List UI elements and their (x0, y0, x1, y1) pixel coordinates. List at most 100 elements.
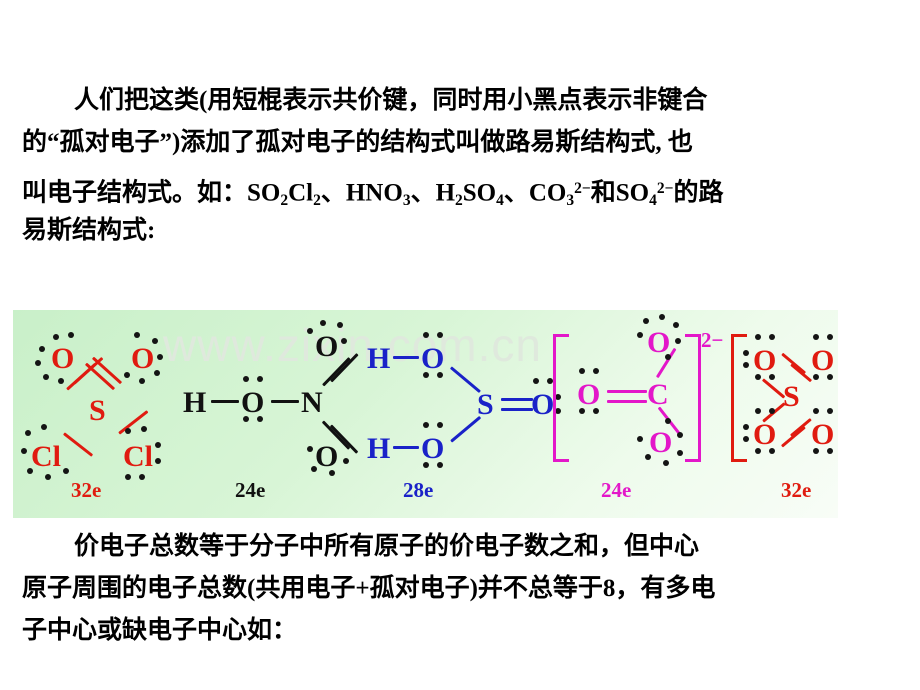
lone-pair-dot (645, 454, 651, 460)
top-paragraph-line-1-text: 人们把这类(用短棍表示共价键，同时用小黑点表示非键合 (74, 87, 708, 114)
lone-pair-dot (68, 332, 74, 338)
lone-pair-dot (637, 332, 643, 338)
bottom-paragraph-line-3: 子中心或缺电子中心如： (22, 612, 297, 649)
bond-double-s-o (501, 398, 533, 401)
lone-pair-dot (125, 428, 131, 434)
lone-pair-dot (423, 372, 429, 378)
lone-pair-dot (141, 426, 147, 432)
structure-so4: 2− O O S (731, 320, 838, 498)
bond-single-s-o (762, 378, 786, 399)
lone-pair-dot (813, 448, 819, 454)
lone-pair-dot (155, 442, 161, 448)
lone-pair-dot (39, 346, 45, 352)
structure-co3: 2− O C O O (553, 314, 723, 498)
lone-pair-dot (677, 432, 683, 438)
lone-pair-dot (743, 362, 749, 368)
atom-cl: Cl (123, 440, 153, 473)
atom-o: O (811, 344, 835, 377)
lone-pair-dot (743, 436, 749, 442)
lone-pair-dot (257, 416, 263, 422)
lone-pair-dot (423, 462, 429, 468)
top-paragraph-line-4: 易斯结构式: (22, 212, 155, 249)
lone-pair-dot (579, 408, 585, 414)
lone-pair-dot (637, 436, 643, 442)
atom-h: H (183, 386, 207, 419)
lone-pair-dot (769, 448, 775, 454)
atom-o: O (577, 378, 601, 411)
atom-o: O (753, 344, 777, 377)
bracket-left (553, 334, 569, 462)
lone-pair-dot (337, 322, 343, 328)
lone-pair-dot (813, 334, 819, 340)
lone-pair-dot (320, 320, 326, 326)
bond-double-s-o (781, 353, 806, 375)
lone-pair-dot (643, 318, 649, 324)
lone-pair-dot (25, 430, 31, 436)
atom-cl: Cl (31, 440, 61, 473)
lone-pair-dot (827, 408, 833, 414)
bottom-paragraph-line-1-text: 价电子总数等于分子中所有原子的价电子数之和，但中心 (74, 533, 700, 560)
lone-pair-dot (755, 374, 761, 380)
lone-pair-dot (673, 322, 679, 328)
lone-pair-dot (243, 416, 249, 422)
electron-count-so2cl2: 32e (71, 478, 102, 502)
atom-o: O (421, 432, 445, 465)
top-paragraph-line-1: 人们把这类(用短棍表示共价键，同时用小黑点表示非键合 (22, 82, 707, 119)
electron-count-so4: 32e (781, 478, 812, 502)
bond-single-s-cl (63, 432, 94, 457)
lone-pair-dot (343, 458, 349, 464)
atom-o: O (811, 418, 835, 451)
lone-pair-dot (665, 354, 671, 360)
lone-pair-dot (663, 460, 669, 466)
structure-so2cl2: O O S C (21, 324, 181, 494)
atom-h: H (367, 432, 391, 465)
lone-pair-dot (152, 338, 158, 344)
atom-o: O (315, 330, 339, 363)
lone-pair-dot (533, 378, 539, 384)
lone-pair-dot (659, 314, 665, 320)
lone-pair-dot (555, 408, 561, 414)
lone-pair-dot (675, 338, 681, 344)
lone-pair-dot (743, 424, 749, 430)
bond-double-s-o (84, 362, 115, 391)
lone-pair-dot (21, 448, 27, 454)
lone-pair-dot (755, 448, 761, 454)
top-paragraph-line-2-text: 的“孤对电子”)添加了孤对电子的结构式叫做路易斯结构式, 也 (22, 129, 693, 156)
lone-pair-dot (423, 422, 429, 428)
lone-pair-dot (743, 350, 749, 356)
lone-pair-dot (58, 378, 64, 384)
atom-o: O (51, 342, 75, 375)
bottom-paragraph-line-1: 价电子总数等于分子中所有原子的价电子数之和，但中心 (22, 528, 699, 565)
electron-count-co3: 24e (601, 478, 632, 502)
lone-pair-dot (769, 374, 775, 380)
lone-pair-dot (579, 368, 585, 374)
lone-pair-dot (769, 408, 775, 414)
bracket-left (731, 334, 747, 462)
lone-pair-dot (827, 374, 833, 380)
lone-pair-dot (53, 334, 59, 340)
atom-o: O (649, 426, 673, 459)
lone-pair-dot (157, 354, 163, 360)
bond-double-o-c (607, 400, 647, 403)
atom-o: O (315, 440, 339, 473)
lone-pair-dot (437, 332, 443, 338)
electron-count-hno3: 24e (235, 478, 266, 502)
atom-o: O (131, 342, 155, 375)
bond-single-o-n (271, 400, 299, 403)
lone-pair-dot (813, 408, 819, 414)
lone-pair-dot (329, 470, 335, 476)
bond-double-s-o (790, 418, 812, 438)
lone-pair-dot (437, 462, 443, 468)
top-paragraph-line-4-text: 易斯结构式: (22, 217, 156, 244)
bottom-paragraph-line-2: 原子周围的电子总数(共用电子+孤对电子)并不总等于8，有多电 (22, 570, 715, 607)
structure-hno3: H O N O O (183, 320, 359, 494)
lone-pair-dot (125, 474, 131, 480)
lone-pair-dot (555, 394, 561, 400)
lone-pair-dot (813, 374, 819, 380)
lone-pair-dot (45, 474, 51, 480)
bond-single-h-o (211, 400, 239, 403)
atom-h: H (367, 342, 391, 375)
lone-pair-dot (755, 408, 761, 414)
atom-o: O (647, 326, 671, 359)
